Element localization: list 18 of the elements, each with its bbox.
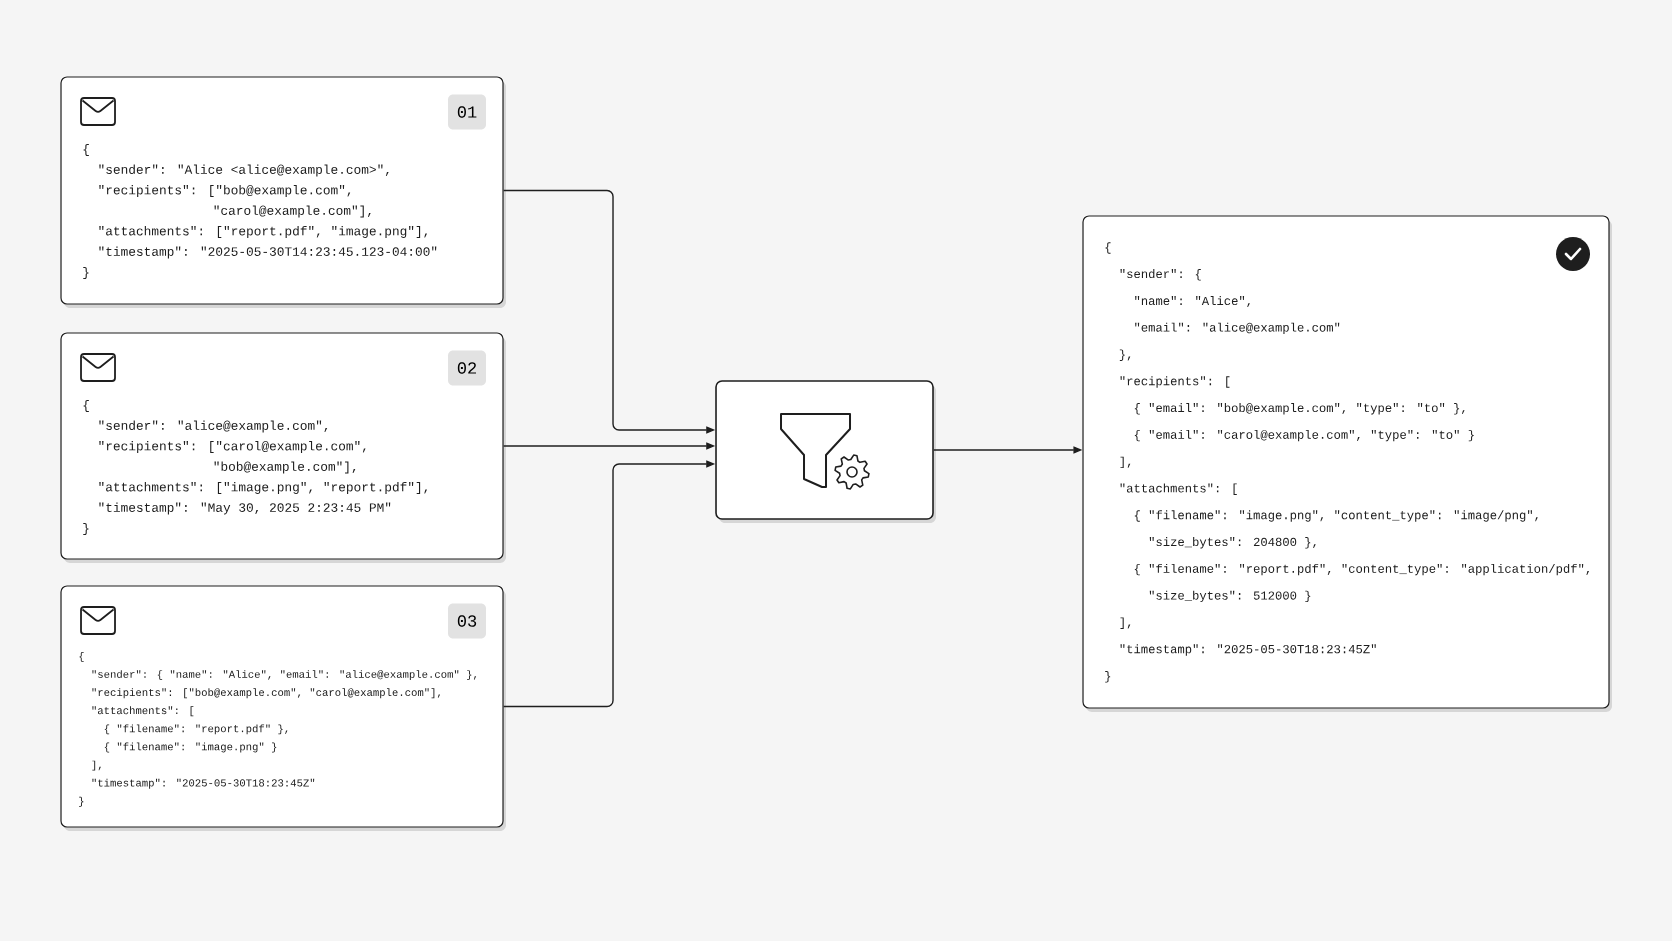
- code-line: "carol@example.com"],: [214, 205, 371, 218]
- code-line: "sender": "Alice <alice@example.com>",: [99, 164, 389, 177]
- code-line: "attachments": ["report.pdf", "image.png"],: [99, 226, 427, 238]
- code-line: { "filename": "image.png" }: [104, 742, 277, 753]
- code-line: { "filename": "report.pdf" },: [104, 724, 288, 735]
- number-badge: 03: [448, 603, 486, 639]
- code-line: "sender": { "name": "Alice", "email": "alice@example.com" },: [92, 670, 477, 681]
- code-line: }: [83, 267, 89, 279]
- code-line: "recipients": ["bob@example.com",: [99, 185, 351, 197]
- code-line: "timestamp": "2025-05-30T14:23:45.123-04:00": [99, 246, 437, 259]
- code-line: "attachments": [: [92, 706, 194, 717]
- code-line: "timestamp": "2025-05-30T18:23:45Z": [92, 778, 315, 789]
- code-line: ],: [92, 760, 101, 771]
- code-line: "recipients": ["bob@example.com", "carol@example.com"],: [92, 688, 441, 699]
- code-line: }: [79, 796, 84, 807]
- code-line: {: [79, 652, 84, 662]
- code-line: {: [83, 144, 89, 156]
- number-badge: 01: [448, 94, 486, 130]
